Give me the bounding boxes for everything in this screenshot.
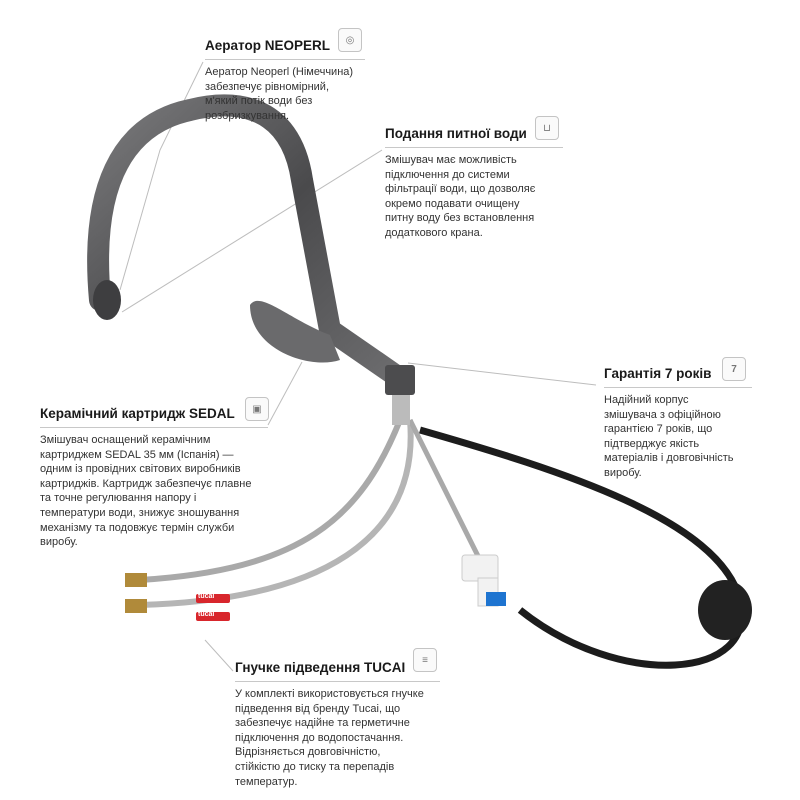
leader-lines xyxy=(119,61,597,672)
warranty-description: Надійний корпус змішувача з офіційною га… xyxy=(604,394,734,479)
callout-warranty: Гарантія 7 років Надійний корпус змішува… xyxy=(604,366,752,481)
tucai-label-2 xyxy=(196,612,230,621)
tucai-label-text-1: tucai xyxy=(198,593,215,600)
hose-nut-2 xyxy=(125,599,147,613)
divider xyxy=(604,387,752,388)
cartridge-leader-line xyxy=(267,361,303,426)
cartridge-description: Змішувач оснащений керамічним картриджем… xyxy=(40,434,252,549)
faucet-handle xyxy=(250,300,340,363)
drinking-water-leader-line xyxy=(121,149,383,313)
warranty-leader-line xyxy=(407,362,597,386)
tucai-label-text-2: tucai xyxy=(198,611,215,618)
divider xyxy=(40,427,268,428)
drinking-water-description: Змішувач має можливість підключення до с… xyxy=(385,154,536,239)
divider xyxy=(205,59,365,60)
tucai-label-1 xyxy=(196,594,230,603)
aerator-leader-line xyxy=(119,61,204,291)
divider xyxy=(385,147,563,148)
flexible-hose-icon: ≡ xyxy=(413,648,437,672)
hoses-title: Гнучке підведення TUCAI xyxy=(235,660,406,675)
cartridge-title: Керамічний картридж SEDAL xyxy=(40,406,235,421)
drinking-water-title: Подання питної води xyxy=(385,126,527,141)
aerator-title: Аератор NEOPERL xyxy=(205,38,330,53)
hose-nut-1 xyxy=(125,573,147,587)
hoses-leader-line xyxy=(204,639,234,672)
steel-hose-1 xyxy=(139,418,403,583)
warranty-badge-icon: 7 xyxy=(722,357,746,381)
aerator-icon: ◎ xyxy=(338,28,362,52)
aerator-head xyxy=(93,280,121,320)
valve-blue-ring xyxy=(486,592,506,606)
callout-hoses: Гнучке підведення TUCAI У комплекті вико… xyxy=(235,660,440,789)
water-filter-icon: ⊔ xyxy=(535,116,559,140)
warranty-title: Гарантія 7 років xyxy=(604,366,712,381)
valve-body xyxy=(461,554,499,582)
mount-shank xyxy=(392,395,410,425)
callout-aerator: Аератор NEOPERL Аератор Neoperl (Німеччи… xyxy=(205,38,365,123)
aerator-description: Аератор Neoperl (Німеччина) забезпечує р… xyxy=(205,66,354,122)
hose-weight xyxy=(698,580,752,640)
divider xyxy=(235,681,440,682)
steel-hose-3 xyxy=(407,418,483,562)
callout-cartridge: Керамічний картридж SEDAL Змішувач оснащ… xyxy=(40,406,268,550)
hoses-description: У комплекті використовується гнучке підв… xyxy=(235,688,424,788)
faucet-spout xyxy=(87,94,406,386)
cartridge-icon: ▣ xyxy=(245,397,269,421)
faucet-base xyxy=(385,365,415,395)
callout-drinking-water: Подання питної води Змішувач має можливі… xyxy=(385,126,563,241)
